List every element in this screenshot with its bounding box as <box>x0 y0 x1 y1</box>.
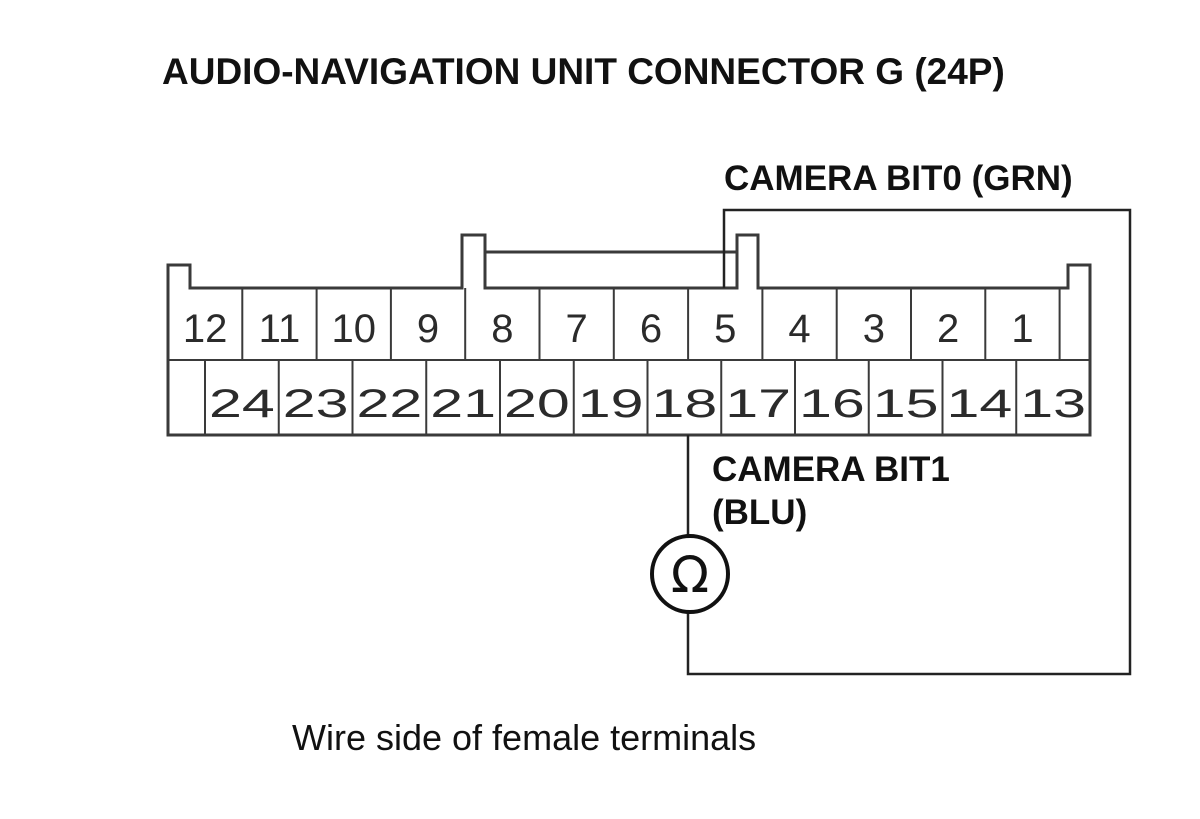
pin-22: 22 <box>357 382 423 426</box>
pin-9: 9 <box>417 307 439 351</box>
pin-1: 1 <box>1011 307 1033 351</box>
pin-2: 2 <box>937 307 959 351</box>
camera-bit0-label: CAMERA BIT0 (GRN) <box>724 159 1073 198</box>
pin-19: 19 <box>578 382 644 426</box>
camera-bit1-color-label: (BLU) <box>712 493 807 532</box>
pin-20: 20 <box>504 382 570 426</box>
pin-6: 6 <box>640 307 662 351</box>
pin-23: 23 <box>283 382 349 426</box>
ohmmeter: Ω <box>650 534 730 614</box>
pin-4: 4 <box>788 307 810 351</box>
pin-10: 10 <box>332 307 377 351</box>
pin-11: 11 <box>259 307 301 351</box>
pin-7: 7 <box>566 307 588 351</box>
pin-24: 24 <box>209 382 275 426</box>
pin-5: 5 <box>714 307 736 351</box>
connector-housing <box>166 233 1092 437</box>
pin-8: 8 <box>491 307 513 351</box>
camera-bit1-label: CAMERA BIT1 <box>712 450 950 489</box>
bit0-wire <box>686 208 1132 676</box>
diagram-title: AUDIO-NAVIGATION UNIT CONNECTOR G (24P) <box>162 51 1005 92</box>
pin-16: 16 <box>799 382 865 426</box>
pin-12: 12 <box>183 307 228 351</box>
pin-14: 14 <box>947 382 1013 426</box>
pin-18: 18 <box>652 382 718 426</box>
wire-side-caption: Wire side of female terminals <box>292 717 756 758</box>
ohmmeter-circle <box>650 534 730 614</box>
ohm-icon: Ω <box>671 546 709 604</box>
pin-15: 15 <box>873 382 939 426</box>
pin-3: 3 <box>863 307 885 351</box>
pin-17: 17 <box>725 382 791 426</box>
pin-13: 13 <box>1020 382 1086 426</box>
pin-21: 21 <box>430 382 496 426</box>
